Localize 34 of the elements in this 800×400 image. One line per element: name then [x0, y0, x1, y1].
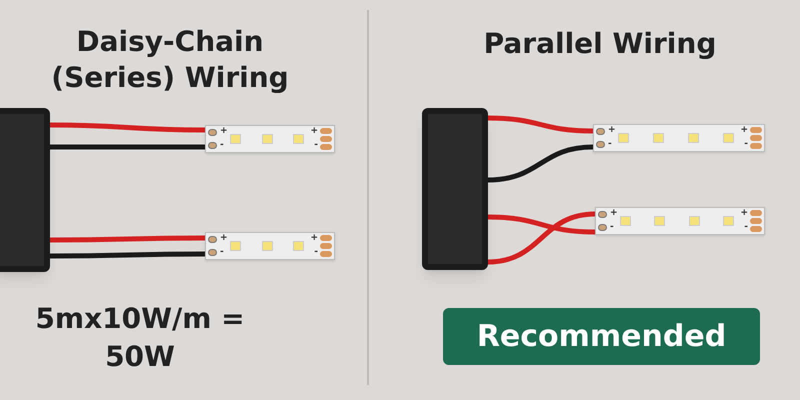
wire: [48, 144, 208, 150]
polarity-sign: -: [610, 222, 614, 233]
power-supply-box: [0, 108, 50, 272]
led-strip: [595, 207, 765, 235]
power-supply-box: [422, 108, 488, 270]
polarity-sign: -: [220, 247, 224, 258]
recommended-badge: Recommended: [443, 308, 760, 365]
power-calculation: 5mx10W/m = 50W: [34, 301, 246, 375]
section-heading: Parallel Wiring: [482, 26, 718, 62]
wire: [48, 252, 208, 258]
polarity-sign: +: [310, 126, 318, 137]
section-heading: Daisy-Chain (Series) Wiring: [50, 24, 290, 96]
polarity-sign: +: [220, 126, 228, 137]
polarity-sign: +: [740, 208, 748, 219]
wire: [486, 212, 598, 264]
wire: [486, 116, 596, 134]
led-strip: [593, 124, 765, 152]
wire: [486, 214, 598, 234]
wire: [48, 122, 208, 132]
led-strip: [205, 232, 335, 260]
polarity-sign: -: [314, 247, 318, 258]
polarity-sign: +: [220, 233, 228, 244]
polarity-sign: +: [740, 125, 748, 136]
wire: [48, 236, 208, 242]
led-strip: [205, 125, 335, 153]
polarity-sign: +: [310, 233, 318, 244]
polarity-sign: -: [608, 139, 612, 150]
polarity-sign: -: [314, 140, 318, 151]
wire: [486, 144, 596, 182]
polarity-sign: +: [610, 208, 618, 219]
polarity-sign: +: [608, 125, 616, 136]
polarity-sign: -: [744, 222, 748, 233]
polarity-sign: -: [220, 140, 224, 151]
polarity-sign: -: [744, 139, 748, 150]
